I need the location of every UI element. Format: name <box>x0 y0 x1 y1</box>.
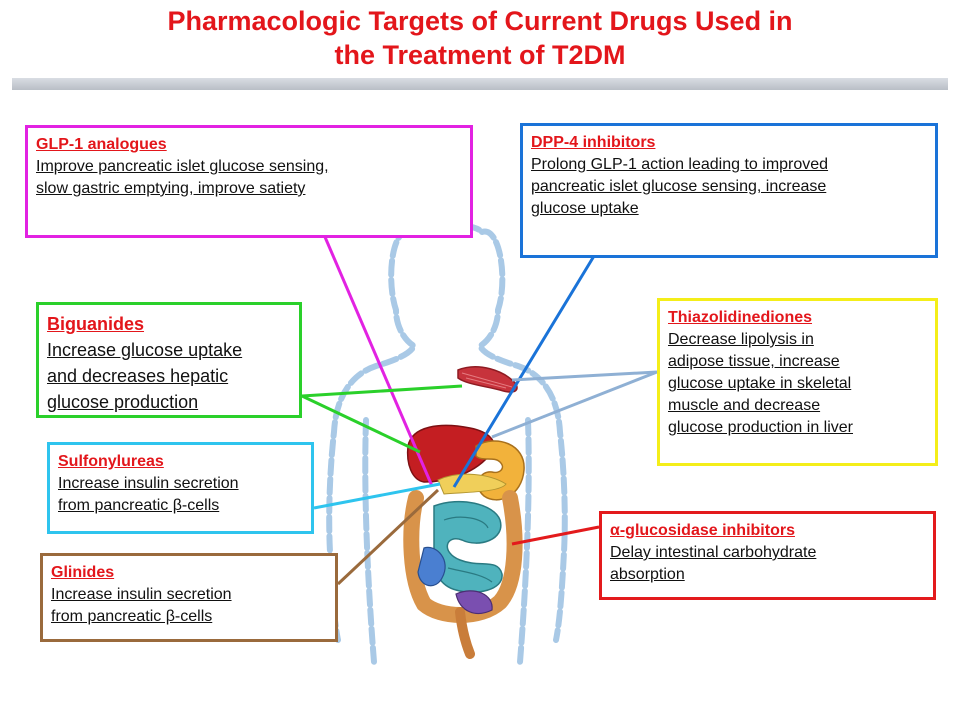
alpha-glucosidase-inhibitors-box: α-glucosidase inhibitors Delay intestina… <box>599 511 936 600</box>
sulfonylureas-line-1: Increase insulin secretion <box>58 475 239 492</box>
dpp4-inhibitors-box: DPP-4 inhibitors Prolong GLP-1 action le… <box>520 123 938 258</box>
glinides-line-1: Increase insulin secretion <box>51 586 232 603</box>
title-line-2: the Treatment of T2DM <box>334 40 626 70</box>
muscle-fibers <box>461 372 513 389</box>
page-title: Pharmacologic Targets of Current Drugs U… <box>0 4 960 72</box>
connector-thiazolidinediones-2 <box>491 370 658 439</box>
connector-thiazolidinediones-1 <box>511 370 658 382</box>
connector-glp1 <box>323 236 434 487</box>
skeletal-muscle <box>457 366 518 393</box>
dpp4-line-3: glucose uptake <box>531 200 639 217</box>
connector-dpp4 <box>452 255 596 488</box>
sulfonylureas-heading: Sulfonylureas <box>58 453 164 470</box>
thiazolidinediones-line-5: glucose production in liver <box>668 419 853 436</box>
glp1-heading: GLP-1 analogues <box>36 136 167 153</box>
title-line-1: Pharmacologic Targets of Current Drugs U… <box>167 6 793 36</box>
glp1-analogues-box: GLP-1 analogues Improve pancreatic islet… <box>25 125 473 238</box>
small-intestine <box>417 500 503 615</box>
glinides-heading: Glinides <box>51 564 115 581</box>
dpp4-line-1: Prolong GLP-1 action leading to improved <box>531 156 829 173</box>
sulfonylureas-line-2: from pancreatic β-cells <box>58 497 220 514</box>
glinides-box: Glinides Increase insulin secretion from… <box>40 553 338 642</box>
biguanides-box: Biguanides Increase glucose uptake and d… <box>36 302 302 418</box>
connector-biguanides-1 <box>301 384 463 398</box>
biguanides-line-3: glucose production <box>47 392 199 412</box>
connector-sulfonylureas <box>313 482 441 510</box>
title-divider <box>12 78 948 90</box>
thiazolidinediones-box: Thiazolidinediones Decrease lipolysis in… <box>657 298 938 466</box>
glp1-line-2: slow gastric emptying, improve satiety <box>36 180 306 197</box>
connector-biguanides-2 <box>301 394 421 454</box>
thiazolidinediones-line-4: muscle and decrease <box>668 397 821 414</box>
rectum <box>455 607 475 659</box>
dpp4-heading: DPP-4 inhibitors <box>531 134 656 151</box>
alpha-glucosidase-line-2: absorption <box>610 566 685 583</box>
alpha-glucosidase-heading: α-glucosidase inhibitors <box>610 522 795 539</box>
sulfonylureas-box: Sulfonylureas Increase insulin secretion… <box>47 442 314 534</box>
dpp4-line-2: pancreatic islet glucose sensing, increa… <box>531 178 827 195</box>
thiazolidinediones-line-2: adipose tissue, increase <box>668 353 840 370</box>
thiazolidinediones-heading: Thiazolidinediones <box>668 309 813 326</box>
biguanides-heading: Biguanides <box>47 314 145 334</box>
alpha-glucosidase-line-1: Delay intestinal carbohydrate <box>610 544 817 561</box>
thiazolidinediones-line-1: Decrease lipolysis in <box>668 331 814 348</box>
glinides-line-2: from pancreatic β-cells <box>51 608 213 625</box>
biguanides-line-2: and decreases hepatic <box>47 366 229 386</box>
connector-alpha-glucosidase <box>511 525 600 546</box>
connector-glinides <box>336 488 440 586</box>
thiazolidinediones-line-3: glucose uptake in skeletal <box>668 375 852 392</box>
biguanides-line-1: Increase glucose uptake <box>47 340 243 360</box>
glp1-line-1: Improve pancreatic islet glucose sensing… <box>36 158 329 175</box>
